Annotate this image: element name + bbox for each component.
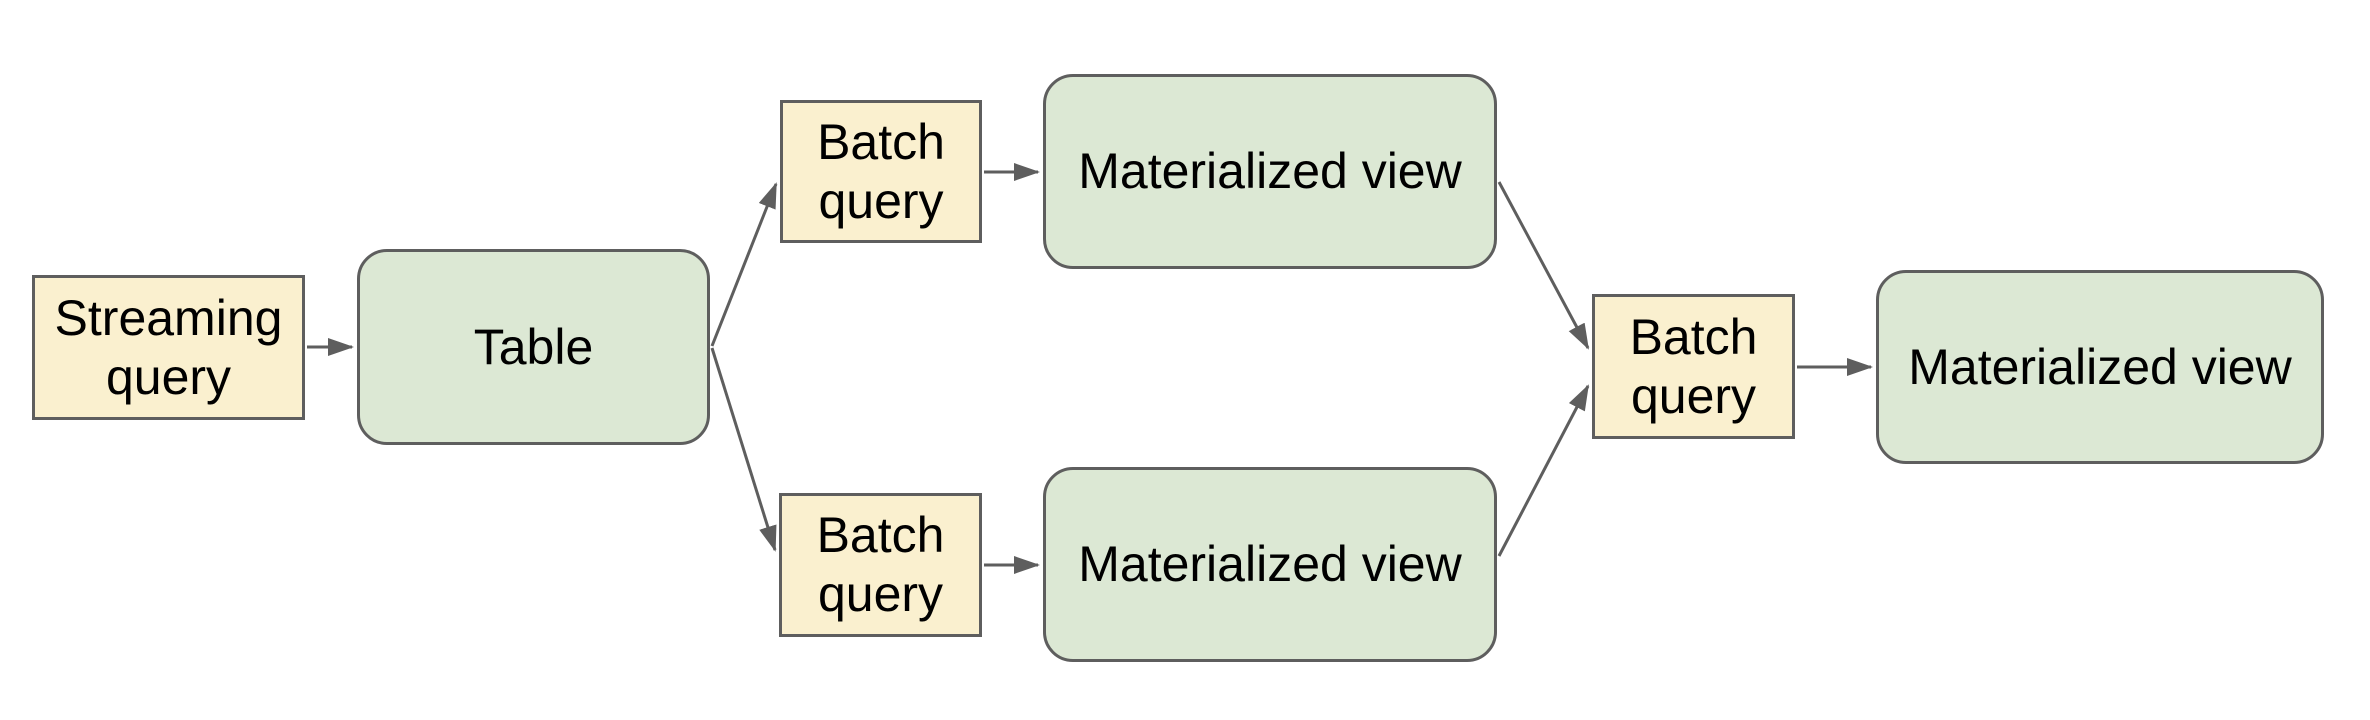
edge-materialized-view-top-to-batch-query-right xyxy=(1497,181,1590,350)
node-label: Materialized view xyxy=(1078,536,1462,592)
node-label: Materialized view xyxy=(1078,143,1462,199)
edge-table-to-batch-query-top xyxy=(710,182,778,347)
node-label: Batch query xyxy=(1629,308,1758,424)
node-label: Materialized view xyxy=(1908,338,2292,395)
node-label: Batch query xyxy=(816,507,945,622)
node-label: Batch query xyxy=(817,113,945,229)
node-label: Table xyxy=(473,318,594,375)
node-batch-query-bottom: Batch query xyxy=(779,493,982,637)
node-label: Streaming query xyxy=(54,289,283,405)
node-batch-query-top: Batch query xyxy=(780,100,982,243)
node-materialized-view-right: Materialized view xyxy=(1876,270,2324,464)
node-materialized-view-top: Materialized view xyxy=(1043,74,1497,269)
edge-materialized-view-bottom-to-batch-query-right xyxy=(1497,384,1590,557)
node-batch-query-right: Batch query xyxy=(1592,294,1795,439)
node-table: Table xyxy=(357,249,710,445)
node-streaming-query: Streaming query xyxy=(32,275,305,420)
edge-table-to-batch-query-bottom xyxy=(710,347,777,552)
node-materialized-view-bottom: Materialized view xyxy=(1043,467,1497,662)
